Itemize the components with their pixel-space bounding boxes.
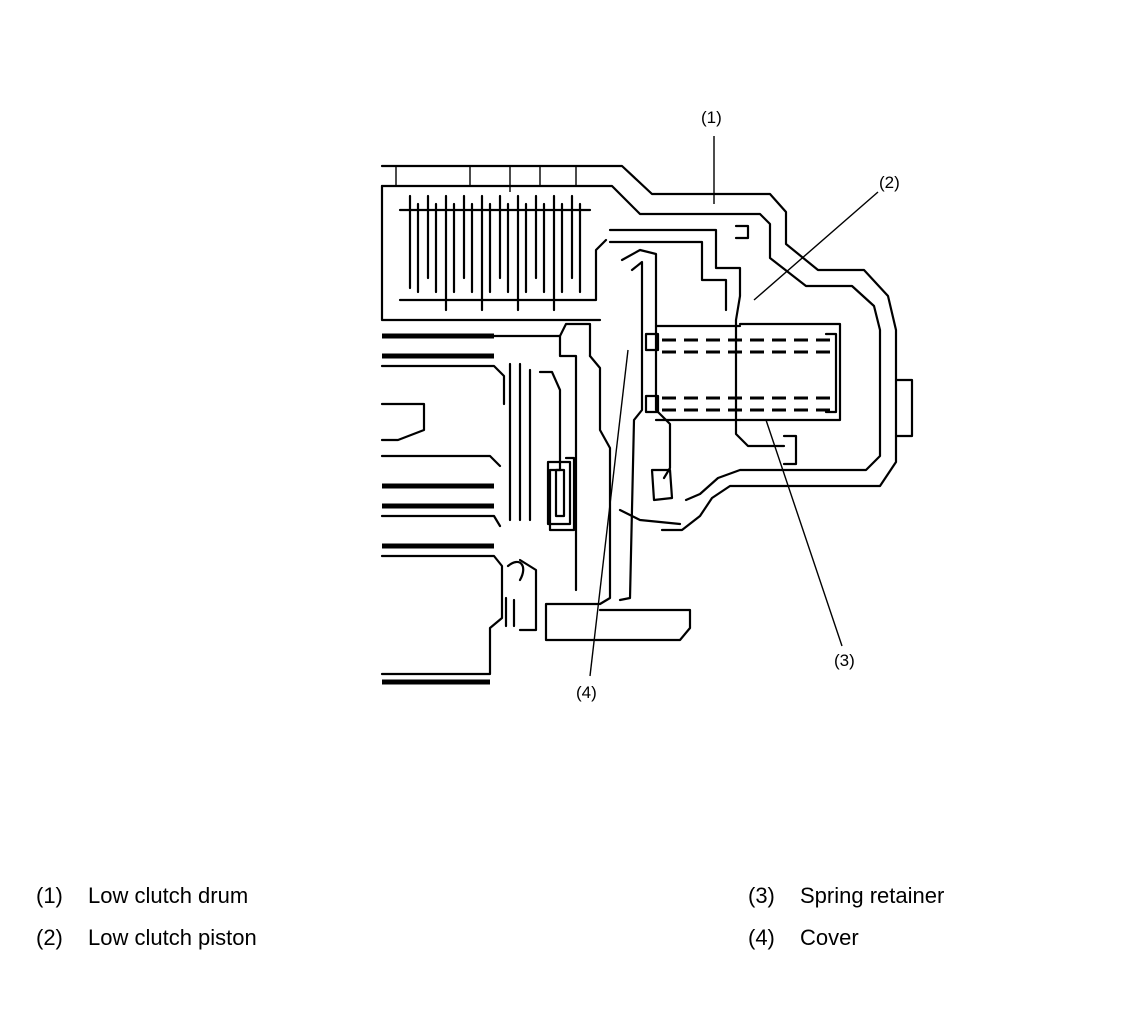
callout-2: (2) (879, 173, 900, 192)
legend-label: Cover (800, 925, 859, 950)
low-clutch-piston-outline (608, 228, 786, 448)
leader-line-2 (753, 191, 879, 301)
legend-item-4: (4) Cover (748, 927, 859, 949)
legend-label: Low clutch piston (88, 925, 257, 950)
legend-item-1: (1) Low clutch drum (36, 885, 248, 907)
callout-3: (3) (834, 651, 855, 670)
legend-number: (3) (748, 883, 775, 908)
callout-1: (1) (701, 108, 722, 127)
low-clutch-drum-outline (380, 164, 898, 532)
legend-label: Spring retainer (800, 883, 945, 908)
legend-label: Low clutch drum (88, 883, 249, 908)
legend-item-3: (3) Spring retainer (748, 885, 944, 907)
legend-number: (1) (36, 883, 63, 908)
callout-4: (4) (576, 683, 597, 702)
legend-number: (2) (36, 925, 63, 950)
leader-line-4 (589, 349, 629, 677)
spring-retainer (644, 322, 842, 422)
leader-line-3 (765, 419, 843, 647)
legend-item-2: (2) Low clutch piston (36, 927, 257, 949)
clutch-cross-section-drawing (380, 136, 914, 685)
cover-outline (620, 248, 672, 480)
clutch-cross-section-diagram: (1) (2) (3) (4) (380, 108, 914, 702)
clutch-plates (398, 194, 608, 312)
legend-number: (4) (748, 925, 775, 950)
